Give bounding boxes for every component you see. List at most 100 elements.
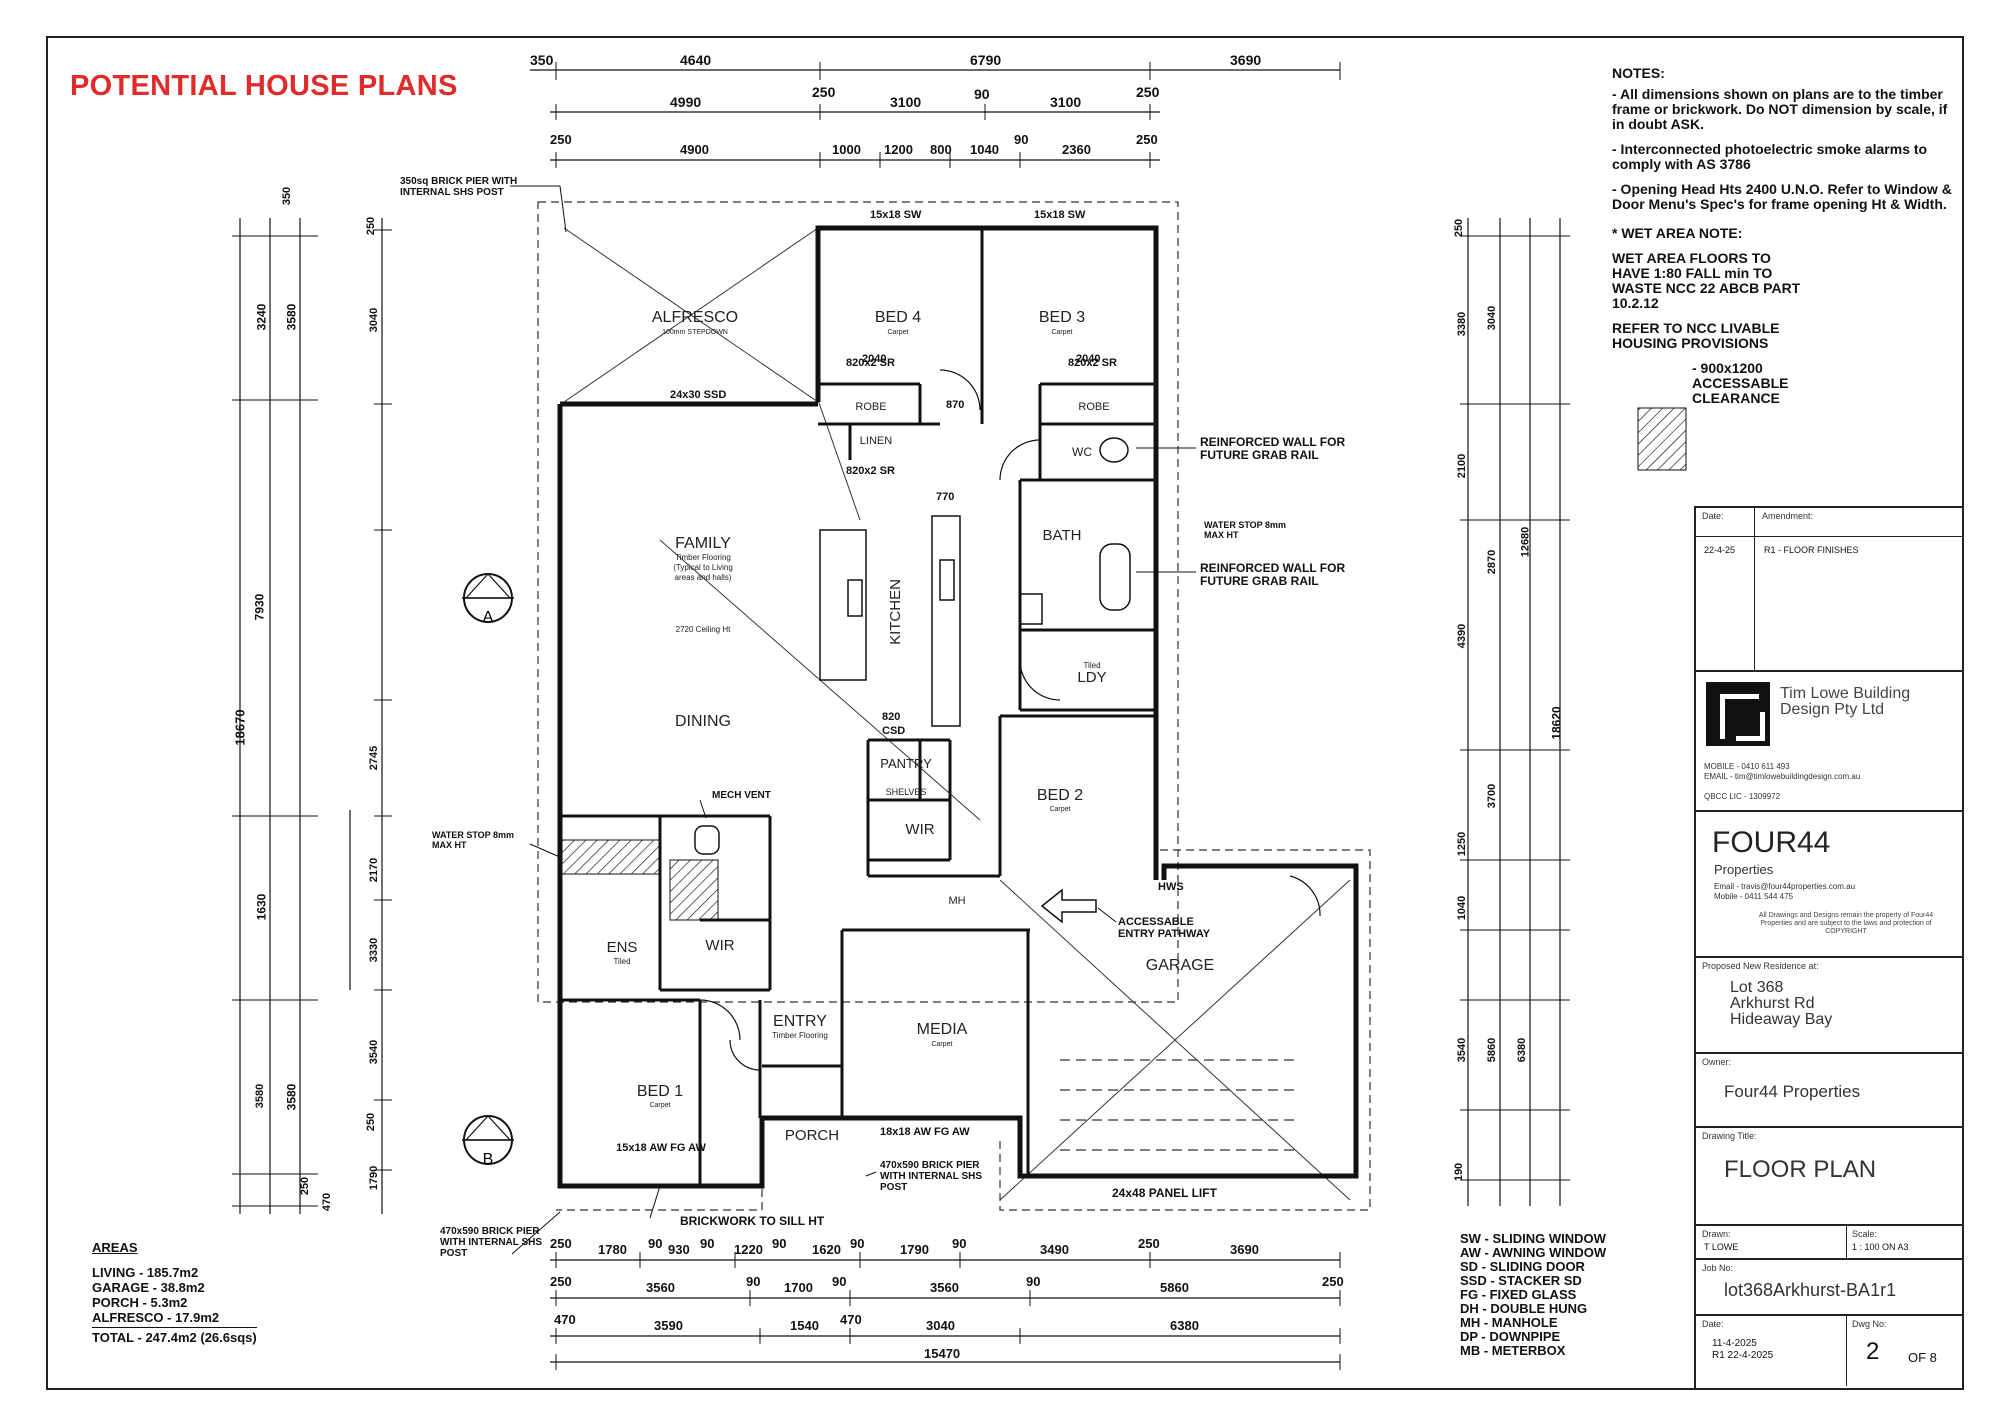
label-stacker-door: 24x30 SSD xyxy=(670,389,726,401)
dim-text: 3040 xyxy=(368,307,381,333)
residence-block: Proposed New Residence at: Lot 368 Arkhu… xyxy=(1696,956,1964,1052)
page-title: POTENTIAL HOUSE PLANS xyxy=(70,70,458,102)
label-bed4-carpet: Carpet xyxy=(887,329,908,336)
dim-text: 5860 xyxy=(1486,1037,1499,1063)
label-csd: CSD xyxy=(882,725,905,737)
dims-top-row2: 4990 250 3100 90 3100 250 xyxy=(550,84,1160,112)
dim-text: 250 xyxy=(1138,1236,1160,1251)
callout-labels: 15x18 SW 15x18 SW 24x30 SSD 820x2 SR 820… xyxy=(670,209,1184,893)
label-ens: ENS xyxy=(607,939,638,956)
dim-text: 250 xyxy=(365,216,378,236)
label-bed1-carpet: Carpet xyxy=(649,1102,670,1109)
amendment-row: 22-4-25 R1 - FLOOR FINISHES xyxy=(1696,536,1964,670)
label-garage: GARAGE xyxy=(1146,957,1214,974)
section-a-label: A xyxy=(483,609,494,626)
callout-window-media: 18x18 AW FG AW xyxy=(880,1126,970,1138)
dim-text: 3580 xyxy=(284,303,299,331)
callout-pier-porch: 470x590 BRICK PIER WITH INTERNAL SHS POS… xyxy=(880,1160,983,1193)
label-robe-bed3: ROBE xyxy=(1078,401,1109,413)
dim-text: 5860 xyxy=(1160,1280,1189,1295)
designer-block: Tim Lowe Building Design Pty Ltd MOBILE … xyxy=(1696,670,1964,810)
amendment-label: Amendment: xyxy=(1762,511,1814,521)
dim-text: 250 xyxy=(1322,1274,1344,1289)
door-swings xyxy=(699,369,1321,1071)
dim-text: 3540 xyxy=(368,1039,381,1065)
dim-text: 470 xyxy=(321,1192,334,1212)
dim-overall-width: 15470 xyxy=(924,1346,961,1361)
callout-grab-rail-2: REINFORCED WALL FOR FUTURE GRAB RAIL xyxy=(1200,561,1346,588)
callout-window-bed1: 15x18 AW FG AW xyxy=(616,1142,706,1154)
label-wir: WIR xyxy=(705,937,734,954)
label-alfresco: ALFRESCO xyxy=(652,309,738,326)
dim-text: 3100 xyxy=(1050,94,1082,110)
label-entry: ENTRY xyxy=(773,1013,827,1030)
dims-bottom-row1: 250 1780 90 930 90 1220 90 1620 90 1790 … xyxy=(550,1236,1350,1260)
job-label: Job No: xyxy=(1702,1263,1734,1273)
designer-name: Tim Lowe Building Design Pty Ltd xyxy=(1780,685,1911,718)
note-wet-area-title: * WET AREA NOTE: xyxy=(1612,225,1743,241)
company-mobile: Mobile - 0411 544 475 xyxy=(1714,892,1794,901)
label-wir-master: WIR xyxy=(905,821,934,838)
drawing-title-block: Drawing Title: FLOOR PLAN xyxy=(1696,1126,1964,1224)
dim-text: 1250 xyxy=(1456,831,1469,857)
dim-text: 1040 xyxy=(1456,895,1469,921)
dim-text: 190 xyxy=(1453,1162,1466,1182)
label-pantry: PANTRY xyxy=(880,756,932,771)
legend-item: SD - SLIDING DOOR xyxy=(1460,1259,1585,1274)
internal-walls xyxy=(560,230,1156,1186)
dim-text: 90 xyxy=(746,1274,761,1289)
label-family-floor2: (Typical to Living xyxy=(673,563,733,572)
dim-text: 1200 xyxy=(884,142,913,157)
section-b-label: B xyxy=(483,1151,494,1168)
scale-value: 1 : 100 ON A3 xyxy=(1852,1242,1909,1252)
label-2040-bed3: 2040 xyxy=(1076,353,1100,365)
dim-text: 250 xyxy=(550,1236,572,1251)
callout-panel-lift: 24x48 PANEL LIFT xyxy=(1112,1186,1217,1200)
dim-text: 1220 xyxy=(734,1242,763,1257)
label-porch: PORCH xyxy=(785,1127,839,1144)
callout-grab-rail-1: REINFORCED WALL FOR FUTURE GRAB RAIL xyxy=(1200,435,1346,462)
amendment-date: 22-4-25 xyxy=(1704,545,1736,555)
label-2040-bed4: 2040 xyxy=(862,353,886,365)
dim-text: 3580 xyxy=(284,1083,299,1111)
label-robe-door-bed4: 820x2 SR xyxy=(846,357,895,369)
dim-text: 2100 xyxy=(1456,453,1469,479)
note-dimensions: - All dimensions shown on plans are to t… xyxy=(1612,86,1948,132)
dim-text: 7930 xyxy=(252,593,267,621)
dim-text: 800 xyxy=(930,142,952,157)
entry-arrow-icon xyxy=(1040,888,1097,924)
legend-item: AW - AWNING WINDOW xyxy=(1460,1245,1607,1260)
callout-water-stop-ens: WATER STOP 8mm MAX HT xyxy=(432,830,515,850)
dim-text: 4900 xyxy=(680,142,709,157)
dim-text: 6790 xyxy=(970,52,1002,68)
room-labels: ALFRESCO 100mm STEPDOWN BED 4 Carpet BED… xyxy=(607,309,1215,1144)
dims-top-row3: 250 4900 1000 1200 800 1040 90 2360 250 xyxy=(550,132,1160,160)
label-kitchen: KITCHEN xyxy=(887,579,904,645)
dim-text: 90 xyxy=(1026,1274,1041,1289)
dim-text: 6380 xyxy=(1516,1037,1529,1063)
drawn-label: Drawn: xyxy=(1702,1229,1731,1239)
callout-pier-left: 470x590 BRICK PIER WITH INTERNAL SHS POS… xyxy=(440,1226,543,1259)
issue-date: 11-4-2025 xyxy=(1712,1338,1757,1349)
dwg-label: Dwg No: xyxy=(1852,1319,1887,1329)
dim-text: 250 xyxy=(299,1176,312,1196)
dim-text: 3700 xyxy=(1486,783,1499,809)
dims-top-row1: 350 4640 6790 3690 xyxy=(530,52,1340,70)
title-block: Date: Amendment: 22-4-25 R1 - FLOOR FINI… xyxy=(1694,506,1964,1388)
date-label: Date: xyxy=(1702,511,1724,521)
label-bed4: BED 4 xyxy=(875,309,921,326)
dim-text: 3690 xyxy=(1230,1242,1259,1257)
garage-door-lines xyxy=(1060,1059,1300,1151)
drawing-frame xyxy=(46,36,1964,1390)
legend-item: SW - SLIDING WINDOW xyxy=(1460,1231,1606,1246)
notes-block: NOTES: - All dimensions shown on plans a… xyxy=(1612,66,1952,416)
company-email: Email - travis@four44properties.com.au xyxy=(1714,882,1856,891)
abbreviation-legend: SW - SLIDING WINDOW AW - AWNING WINDOW S… xyxy=(1460,1232,1606,1358)
area-porch: PORCH - 5.3m2 xyxy=(92,1295,188,1310)
dim-text: 90 xyxy=(700,1236,715,1251)
kitchen-benches xyxy=(819,515,961,727)
residence-label: Proposed New Residence at: xyxy=(1702,961,1819,971)
label-ens-tiled: Tiled xyxy=(613,957,630,966)
dim-text: 250 xyxy=(365,1112,378,1132)
